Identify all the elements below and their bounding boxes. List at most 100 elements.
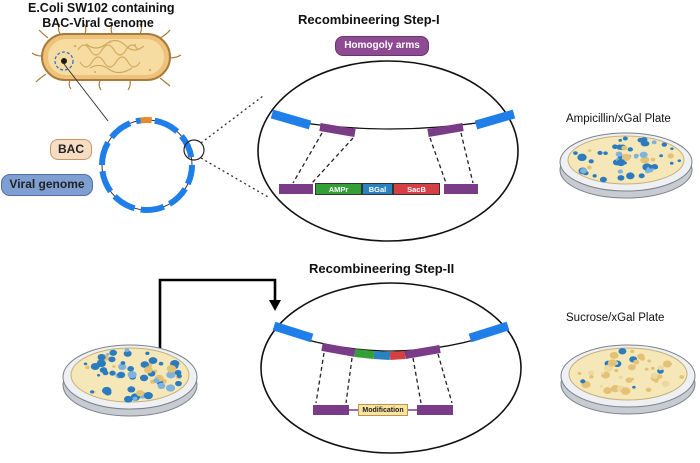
viral-segment xyxy=(102,171,110,191)
colony xyxy=(167,365,176,372)
colony xyxy=(98,354,106,360)
colony xyxy=(112,365,116,368)
ecoli-cell xyxy=(32,24,181,90)
gene-bgal: BGal xyxy=(362,183,393,195)
colony xyxy=(617,175,624,181)
colony xyxy=(153,378,159,383)
gene-ampr: AMPr xyxy=(315,183,362,195)
colony xyxy=(578,372,582,375)
colony xyxy=(618,139,622,142)
colony xyxy=(618,169,623,173)
colony xyxy=(589,375,593,378)
colony xyxy=(651,367,655,370)
colony xyxy=(623,137,628,141)
colony xyxy=(654,380,658,383)
step1-zoom-ellipse xyxy=(258,61,518,241)
colony xyxy=(647,360,651,363)
colony xyxy=(603,151,608,155)
colony xyxy=(679,375,684,379)
colony xyxy=(106,353,109,356)
colony xyxy=(175,381,182,386)
colony xyxy=(117,372,125,378)
colony xyxy=(600,177,607,183)
colony xyxy=(573,151,578,155)
colony xyxy=(640,152,648,158)
colony xyxy=(632,386,636,389)
colony xyxy=(136,390,144,396)
colony xyxy=(84,362,87,365)
colony xyxy=(144,366,153,373)
colony xyxy=(149,357,158,364)
colony xyxy=(659,154,663,157)
colony xyxy=(618,376,622,380)
colony xyxy=(125,348,130,352)
colony xyxy=(175,370,182,375)
colony xyxy=(121,361,126,365)
viral-segment xyxy=(136,120,141,121)
colony xyxy=(621,146,627,151)
colony xyxy=(628,147,633,151)
colony xyxy=(588,370,594,375)
colony xyxy=(601,371,605,374)
colony xyxy=(657,374,662,378)
colony xyxy=(633,360,639,365)
homology-arms-label: Homogoly arms xyxy=(335,36,429,56)
step2-zoom-ellipse xyxy=(261,283,521,453)
colony xyxy=(621,387,631,395)
colony xyxy=(618,348,626,354)
colony xyxy=(597,151,602,155)
colony xyxy=(662,381,670,387)
viral-segment xyxy=(112,123,131,137)
ecoli-title-line2: BAC-Viral Genome xyxy=(28,16,168,31)
colony xyxy=(144,392,153,399)
colony xyxy=(85,366,89,370)
colony xyxy=(97,374,100,377)
colony xyxy=(159,362,164,366)
colony xyxy=(678,159,681,162)
petri-plate-source xyxy=(63,345,197,416)
colony xyxy=(603,387,612,394)
plate-ampicillin-label: Ampicillin/xGal Plate xyxy=(566,113,671,125)
colony xyxy=(577,154,586,161)
viral-segment xyxy=(181,136,191,157)
colony xyxy=(616,151,623,156)
colony xyxy=(651,158,656,162)
colony xyxy=(649,165,654,169)
viral-segment xyxy=(155,121,177,132)
colony xyxy=(630,350,634,353)
colony xyxy=(97,360,106,367)
colony xyxy=(610,352,619,359)
step2-title: Recombineering Step-II xyxy=(309,261,454,276)
colony xyxy=(652,140,657,144)
colony xyxy=(663,360,672,367)
zoom-line-bottom xyxy=(201,158,268,197)
transfer-arrow xyxy=(160,280,275,353)
colony xyxy=(127,386,135,392)
colony xyxy=(634,156,638,159)
colony xyxy=(108,356,115,362)
viral-segment xyxy=(141,207,164,210)
colony xyxy=(589,159,594,163)
colony xyxy=(631,378,634,381)
step1-title: Recombineering Step-I xyxy=(298,12,440,27)
colony xyxy=(166,384,175,391)
colony xyxy=(587,166,592,170)
colony xyxy=(145,352,149,355)
colony xyxy=(646,388,651,392)
colony xyxy=(637,354,645,360)
colony xyxy=(580,168,587,174)
colony xyxy=(109,350,117,356)
colony xyxy=(109,371,115,376)
colony xyxy=(662,142,667,146)
colony xyxy=(158,383,166,389)
colony xyxy=(659,366,664,370)
colony xyxy=(102,387,111,395)
colony xyxy=(593,174,597,177)
modification-box: Modification xyxy=(358,404,408,416)
colony xyxy=(580,379,585,383)
gene-sacb: SacB xyxy=(393,183,440,195)
colony xyxy=(612,144,618,149)
viral-genome-label: Viral genome xyxy=(1,174,93,196)
viral-segment xyxy=(170,189,186,204)
